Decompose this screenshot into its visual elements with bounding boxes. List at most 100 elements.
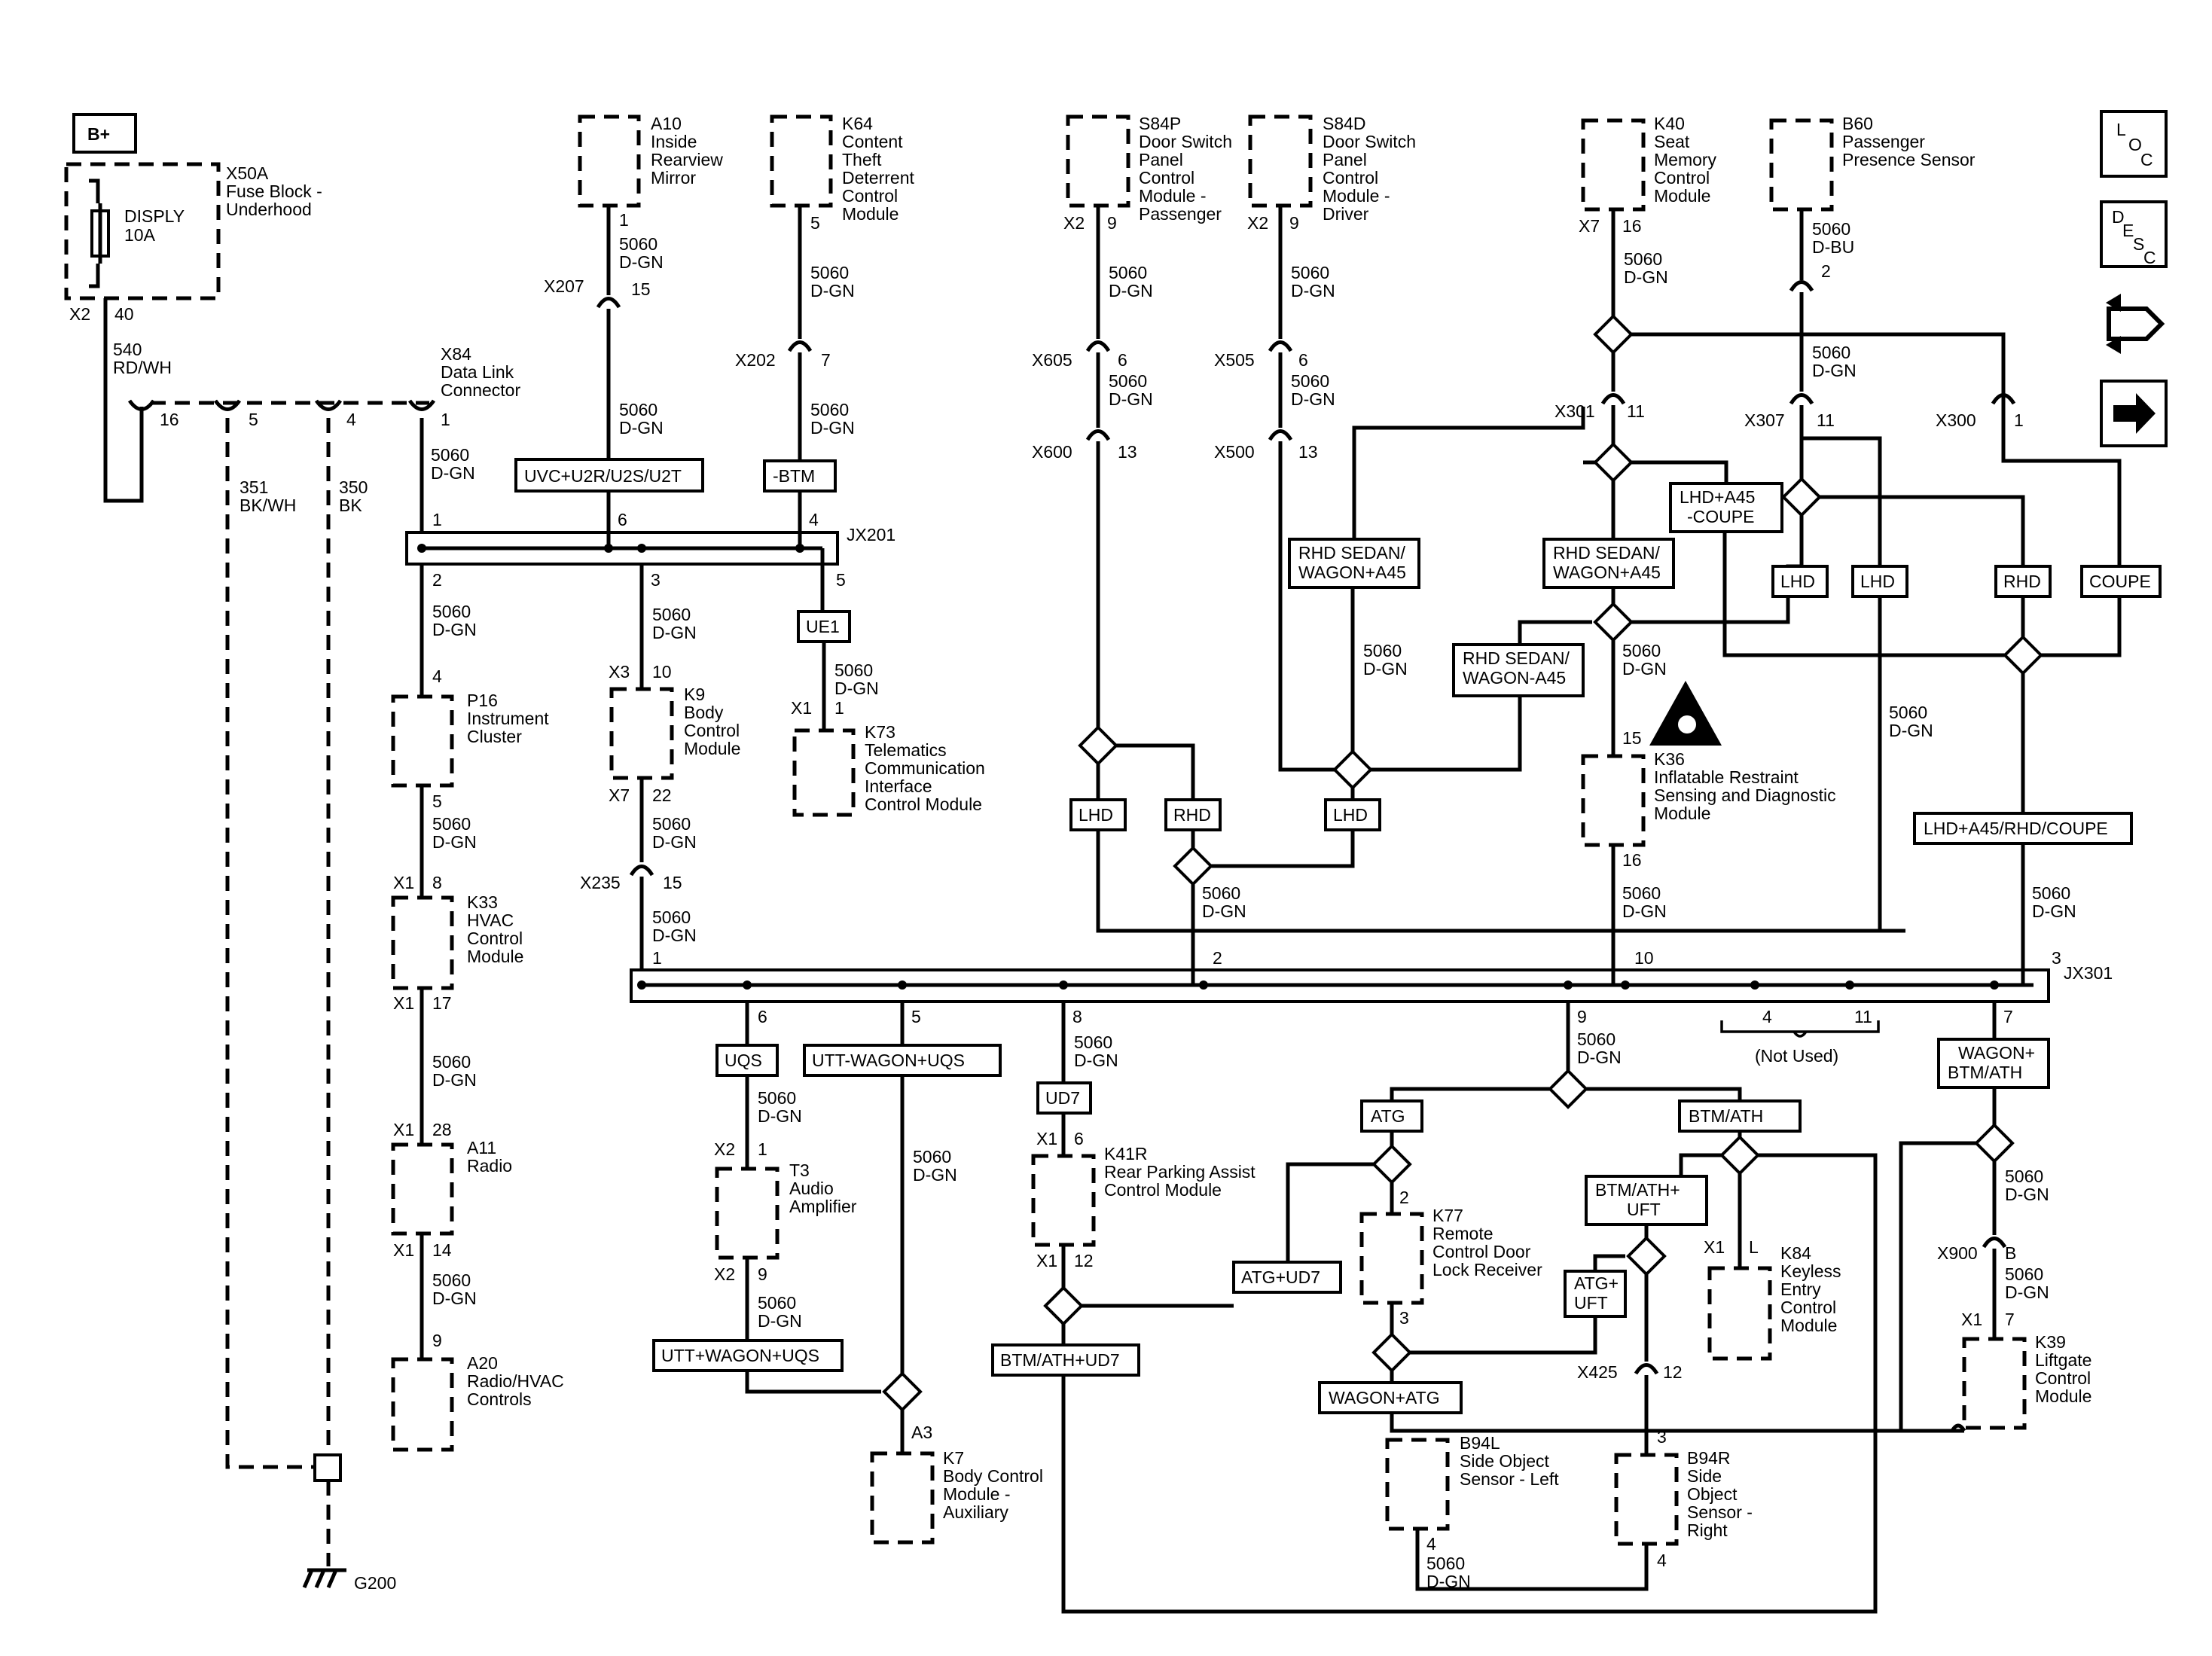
jx301-pin-1: 1 xyxy=(652,948,662,968)
k9-wire2-2: D-GN xyxy=(652,926,697,945)
k41r-pin-bot: 12 xyxy=(1074,1251,1094,1270)
desc-icon[interactable] xyxy=(2100,200,2168,268)
p16-pin-top: 4 xyxy=(432,666,442,686)
power-source-box xyxy=(72,113,137,154)
lhd2-box xyxy=(1851,565,1908,598)
wagon-diamond xyxy=(1974,1123,2015,1163)
s84d-id: S84D xyxy=(1323,114,1366,133)
fuse-pin: 40 xyxy=(114,304,134,324)
k77-desc-3: Lock Receiver xyxy=(1432,1260,1542,1279)
t3-conn-bot: X2 xyxy=(714,1264,735,1284)
wagon-atg-option-box xyxy=(1318,1381,1463,1414)
k41r-desc-2: Control Module xyxy=(1104,1180,1222,1200)
loc-icon-c: C xyxy=(2140,150,2153,169)
k36-pin-bot: 16 xyxy=(1622,850,1642,870)
jx301-pin-6: 6 xyxy=(758,1007,767,1026)
p16-wire-1: 5060 xyxy=(432,814,471,834)
rhd-sedan-minus-label-2: WAGON-A45 xyxy=(1463,668,1566,688)
b94r-desc-1: Side xyxy=(1687,1466,1722,1486)
k64-pin: 5 xyxy=(810,213,820,233)
b94r-desc-2: Object xyxy=(1687,1484,1738,1504)
k77-diamond xyxy=(1371,1332,1412,1373)
k41r-module xyxy=(1031,1154,1096,1247)
rhd-sedan-left-label-2: WAGON+A45 xyxy=(1298,563,1406,582)
ground-connector xyxy=(313,1453,342,1482)
wrench-icon[interactable] xyxy=(2106,294,2165,354)
k64-wire2-2: D-GN xyxy=(810,418,855,438)
dlc-desc-1: Data Link xyxy=(441,362,514,382)
jx201-p2-wire-2: D-GN xyxy=(432,620,477,639)
utt-wagon-option-label: UTT-WAGON+UQS xyxy=(812,1051,965,1070)
desc-icon-c: C xyxy=(2143,248,2156,267)
k7-desc-1: Body Control xyxy=(943,1466,1043,1486)
a10-desc-2: Rearview xyxy=(651,150,723,169)
btm-ath-ud7-option-box xyxy=(991,1343,1140,1377)
s84p-conn: X2 xyxy=(1063,213,1085,233)
atg-option-label: ATG xyxy=(1371,1106,1405,1126)
k41r-pin-top: 6 xyxy=(1074,1129,1084,1148)
btm-option-label: -BTM xyxy=(773,466,815,486)
atg-diamond xyxy=(1371,1144,1412,1185)
k84-desc-4: Module xyxy=(1780,1316,1837,1335)
a11-wire-1: 5060 xyxy=(432,1270,471,1290)
dlc-pin-16: 16 xyxy=(160,410,179,429)
lhd-door-d-label: LHD xyxy=(1333,805,1368,825)
jx301-10-wire-2: D-GN xyxy=(1622,901,1667,921)
k9-desc-2: Control xyxy=(684,721,740,740)
lhd2-label: LHD xyxy=(1860,572,1895,591)
x301-diamond xyxy=(1593,442,1634,483)
k84-module xyxy=(1707,1266,1772,1361)
s84d-desc-4: Module - xyxy=(1323,186,1390,206)
k39-desc-1: Liftgate xyxy=(2035,1350,2091,1370)
s84p-module xyxy=(1066,114,1130,208)
k73-conn: X1 xyxy=(791,698,812,718)
s84d-cpin2: 6 xyxy=(1298,350,1308,370)
k40-cpin2: 11 xyxy=(1627,401,1645,421)
fuse-block xyxy=(64,162,221,300)
k36-diamond xyxy=(1593,602,1634,642)
jx201-pin-2: 2 xyxy=(432,570,442,590)
k7-desc-3: Auxiliary xyxy=(943,1502,1008,1522)
k77-module xyxy=(1359,1212,1424,1305)
jx201-p2-wire-1: 5060 xyxy=(432,602,471,621)
s84d-wire-1: 5060 xyxy=(1291,263,1329,282)
utt-wagon-uqs-option-label: UTT+WAGON+UQS xyxy=(661,1346,819,1365)
dlc-pin-4: 4 xyxy=(346,410,356,429)
jx201-pin-5: 5 xyxy=(836,570,846,590)
k41r-desc-1: Rear Parking Assist xyxy=(1104,1162,1256,1182)
k40-desc-2: Memory xyxy=(1654,150,1717,169)
s84d-module xyxy=(1248,114,1313,208)
k73-id: K73 xyxy=(865,722,895,742)
k36-desc-3: Module xyxy=(1654,804,1710,823)
desc-icon-s: S xyxy=(2133,234,2144,254)
b94r-module xyxy=(1614,1453,1679,1546)
jx301-9-diamond xyxy=(1548,1069,1588,1109)
lhd-door-p-label: LHD xyxy=(1079,805,1113,825)
s84p-conn2: X605 xyxy=(1032,350,1072,370)
s84d-conn3: X500 xyxy=(1214,442,1255,462)
s84d-conn: X2 xyxy=(1247,213,1268,233)
t3-desc-1: Audio xyxy=(789,1179,834,1198)
jx201-p3-wire-1: 5060 xyxy=(652,605,691,624)
t3-id: T3 xyxy=(789,1160,810,1180)
k40-pin: 16 xyxy=(1622,216,1642,236)
b94r-cpin: 12 xyxy=(1663,1362,1683,1382)
s84p-pin: 9 xyxy=(1107,213,1117,233)
jx301-pin-8: 8 xyxy=(1072,1007,1082,1026)
k39-wire2-2: D-GN xyxy=(2005,1282,2049,1302)
k9-desc-1: Body xyxy=(684,703,724,722)
k9-cpin3: 15 xyxy=(663,873,682,892)
k77-desc-2: Control Door xyxy=(1432,1242,1531,1261)
a10-pin: 1 xyxy=(619,210,629,230)
k64-wire2-1: 5060 xyxy=(810,400,849,419)
rhd-sedan-right-label-2: WAGON+A45 xyxy=(1553,563,1661,582)
k40-desc-1: Seat xyxy=(1654,132,1690,151)
k7-splice-diamond xyxy=(882,1371,923,1412)
b94r-pin-bot: 4 xyxy=(1657,1551,1667,1570)
b94r-desc-4: Right xyxy=(1687,1520,1728,1540)
jx301-8-wire-2: D-GN xyxy=(1074,1051,1118,1070)
jx201-pin-4: 4 xyxy=(809,510,819,529)
a11-desc-1: Radio xyxy=(467,1156,512,1176)
loc-icon[interactable] xyxy=(2100,110,2168,178)
jx201-pin-1: 1 xyxy=(432,510,442,529)
